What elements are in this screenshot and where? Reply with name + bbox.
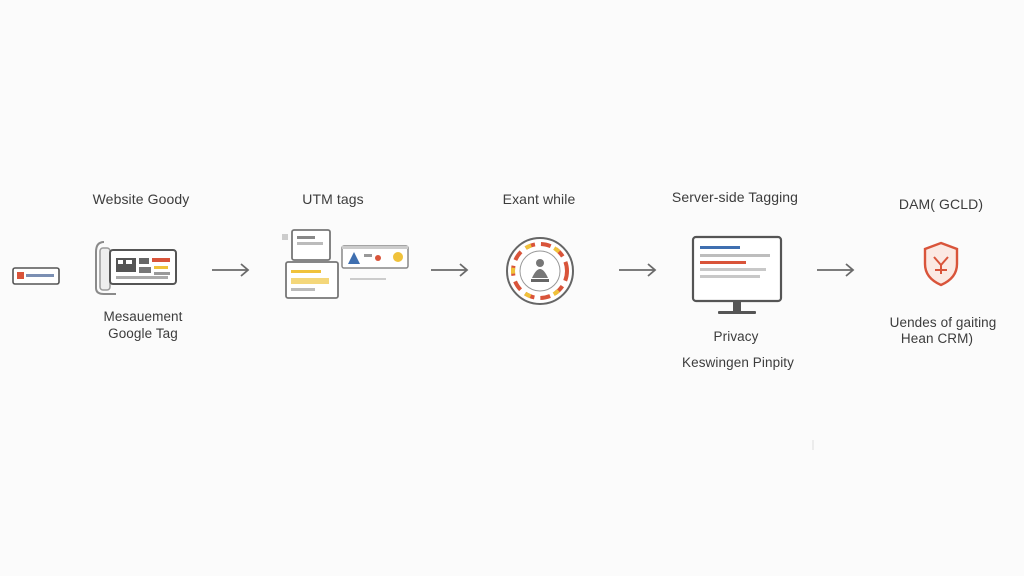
step-5-caption-line-2: Hean CRM) [900, 331, 974, 346]
badge-icon [12, 267, 60, 285]
step-5-title: DAM( GCLD) [898, 196, 984, 212]
step-4-title: Server-side Tagging [671, 189, 799, 205]
arrow-2 [431, 263, 469, 277]
step-5-caption-line-1: Uendes of gaiting [889, 315, 997, 330]
arrow-1 [212, 263, 250, 277]
privacy-ring-icon [506, 237, 574, 305]
shield-icon [923, 241, 959, 287]
step-4-caption-line-2: Keswingen Pinpity [681, 355, 795, 370]
step-2-title: UTM tags [302, 191, 364, 207]
step-1-caption-line-1: Mesauement [103, 309, 183, 324]
step-4-caption-line-1: Privacy [713, 329, 759, 344]
step-1-caption-line-2: Google Tag [108, 326, 178, 341]
server-monitor-icon [691, 235, 783, 314]
utm-screens-icon [282, 229, 409, 299]
step-3-title: Exant while [502, 191, 576, 207]
arrow-3 [619, 263, 657, 277]
stray-mark [812, 440, 814, 450]
arrow-4 [817, 263, 855, 277]
tablet-dashboard-icon [95, 241, 177, 295]
step-1-title: Website Goody [92, 191, 190, 207]
